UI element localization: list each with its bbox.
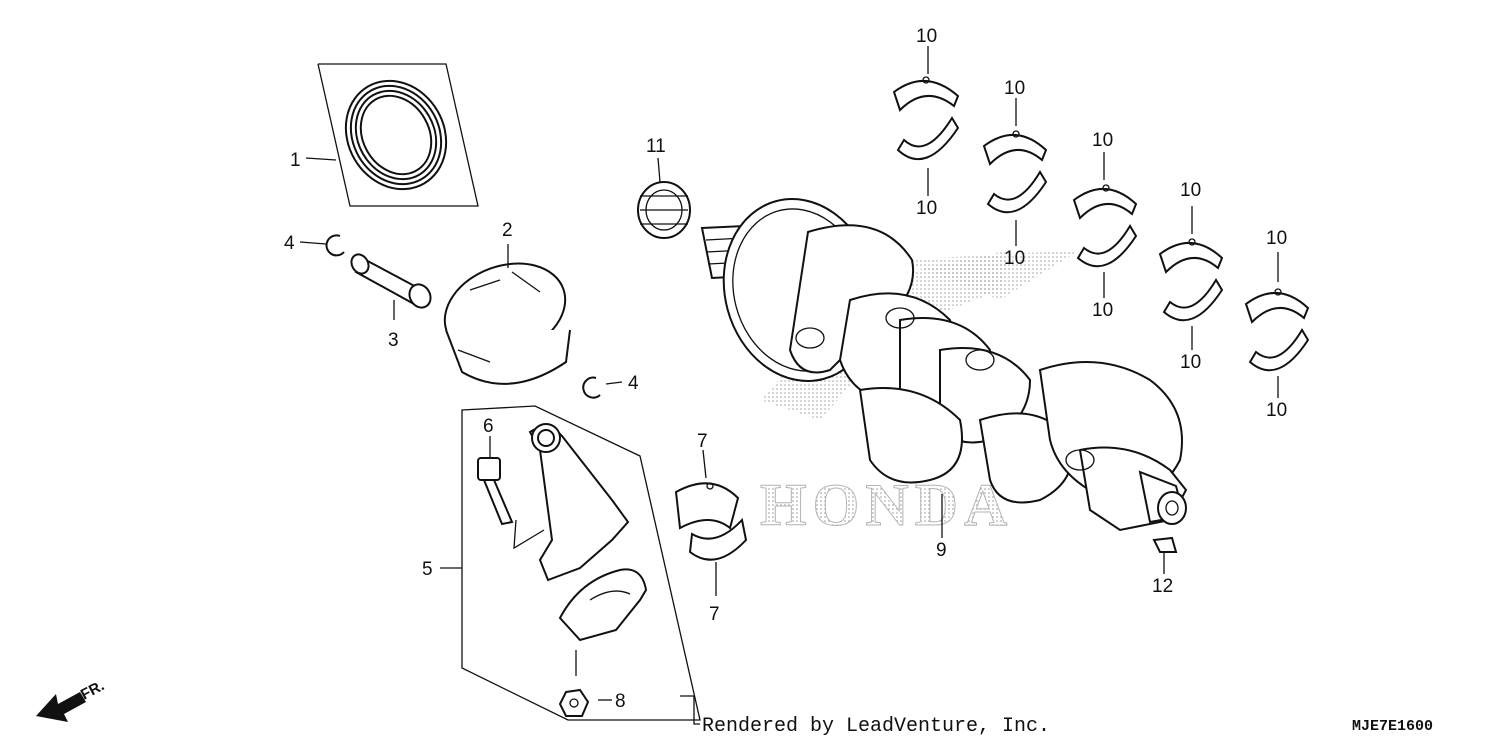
woodruff-key[interactable] [1152, 536, 1178, 553]
main-bearing-pair-1[interactable] [892, 76, 960, 160]
callout-10-1-top[interactable]: 10 [916, 26, 937, 47]
callout-10-3-top[interactable]: 10 [1092, 130, 1113, 151]
callout-5[interactable]: 5 [422, 559, 433, 580]
callout-7-lower[interactable]: 7 [709, 604, 720, 625]
callout-10-5-bottom[interactable]: 10 [1266, 400, 1287, 421]
callout-9[interactable]: 9 [936, 540, 947, 561]
crankshaft-gear-small[interactable] [637, 181, 691, 239]
callout-6[interactable]: 6 [483, 416, 494, 437]
connecting-rod-bolt[interactable] [477, 457, 514, 526]
callout-8[interactable]: 8 [615, 691, 626, 712]
main-bearing-pair-4[interactable] [1158, 238, 1224, 322]
callout-10-5-top[interactable]: 10 [1266, 228, 1287, 249]
callout-1[interactable]: 1 [290, 150, 301, 171]
callout-10-2-bottom[interactable]: 10 [1004, 248, 1025, 269]
callout-12[interactable]: 12 [1152, 576, 1173, 597]
callout-2[interactable]: 2 [502, 220, 513, 241]
credit-text: Rendered by LeadVenture, Inc. [702, 715, 1050, 738]
connecting-rod-assembly[interactable] [461, 405, 701, 721]
piston[interactable] [432, 247, 579, 385]
main-bearing-pair-5[interactable] [1244, 288, 1310, 372]
arrow-left-icon [36, 692, 86, 722]
callout-10-3-bottom[interactable]: 10 [1092, 300, 1113, 321]
front-direction-indicator: FR. [36, 677, 107, 722]
callout-4-left[interactable]: 4 [284, 233, 295, 254]
callout-10-4-top[interactable]: 10 [1180, 180, 1201, 201]
diagram-code: MJE7E1600 [1352, 718, 1433, 735]
leader-lines [299, 46, 1279, 725]
callout-11[interactable]: 11 [646, 136, 666, 157]
piston-pin-clip-left[interactable] [325, 234, 345, 257]
connecting-rod-bearing-lower[interactable] [688, 517, 748, 561]
callouts: 1 2 3 4 4 5 6 7 7 8 9 10 10 10 10 10 10 … [284, 26, 1287, 712]
connecting-rod-bearing-upper[interactable] [674, 482, 740, 530]
piston-pin[interactable] [348, 251, 435, 311]
callout-7-upper[interactable]: 7 [697, 431, 708, 452]
watermark-text: HONDA [760, 472, 1013, 538]
callout-4-right[interactable]: 4 [628, 373, 639, 394]
piston-ring-set[interactable] [317, 63, 479, 208]
main-bearing-pair-3[interactable] [1072, 184, 1138, 268]
callout-3[interactable]: 3 [388, 330, 399, 351]
connecting-rod-nut[interactable] [558, 688, 590, 717]
callout-10-1-bottom[interactable]: 10 [916, 198, 937, 219]
callout-10-2-top[interactable]: 10 [1004, 78, 1025, 99]
callout-10-4-bottom[interactable]: 10 [1180, 352, 1201, 373]
main-bearing-pair-2[interactable] [982, 130, 1048, 214]
piston-pin-clip-right[interactable] [582, 376, 601, 399]
crankshaft[interactable] [700, 182, 1188, 532]
